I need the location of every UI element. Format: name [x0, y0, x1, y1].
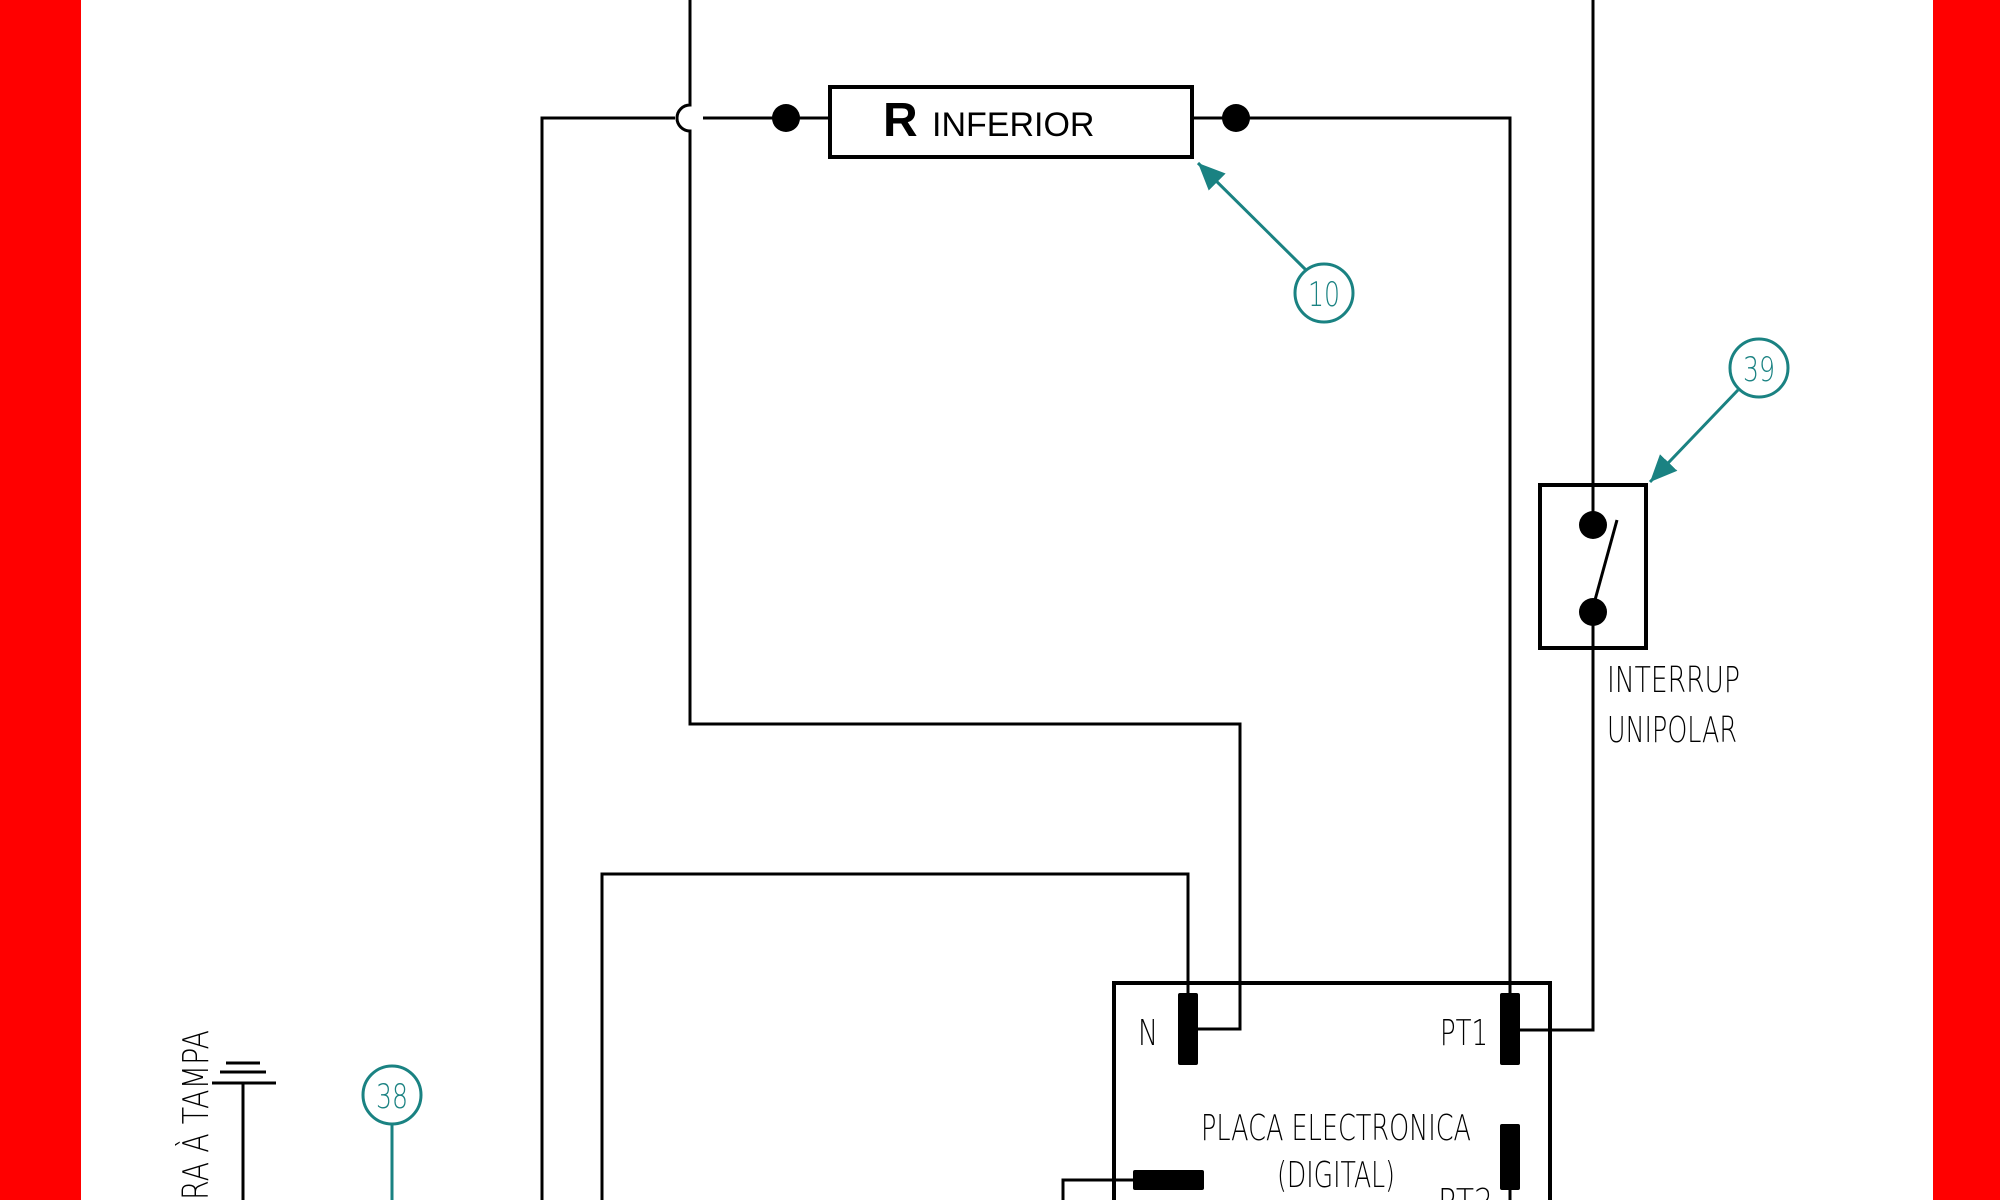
- balloon-10[interactable]: [1293, 262, 1355, 324]
- switch-label-line1: INTERRUP: [1607, 660, 1740, 701]
- wire-bottom-terminal: [1061, 1178, 1133, 1200]
- terminal-pt1: [1500, 993, 1520, 1065]
- terminal-n: [1178, 993, 1198, 1065]
- balloon-39[interactable]: [1728, 337, 1790, 399]
- drawing-sheet: [81, 0, 1933, 1200]
- balloon-39-number: 39: [1743, 350, 1775, 390]
- unipolar-switch: [1538, 483, 1648, 650]
- switch-label-line2: UNIPOLAR: [1607, 710, 1737, 751]
- ground-label: RA À TAMPA: [175, 1030, 217, 1200]
- terminal-pt2: [1500, 1124, 1520, 1190]
- wire-res-right: [1192, 116, 1512, 993]
- balloon-10-number: 10: [1308, 275, 1340, 315]
- resistor-label: INFERIOR: [932, 106, 1094, 144]
- resistor-inferior: [828, 85, 1194, 159]
- resistor-prefix: R: [883, 94, 918, 147]
- board-label-line2: (DIGITAL): [1277, 1155, 1395, 1196]
- terminal-left: [1133, 1170, 1204, 1190]
- electronic-board: [1112, 981, 1552, 1200]
- resistor-terminal-right: [1222, 104, 1250, 132]
- switch-blade: [1593, 519, 1619, 601]
- wire-top-crossing: [675, 0, 1242, 1031]
- switch-contact-top: [1579, 511, 1607, 539]
- terminal-pt2-label: PT2: [1438, 1182, 1493, 1200]
- terminal-pt1-label: PT1: [1440, 1013, 1488, 1054]
- terminal-n-label: N: [1138, 1013, 1158, 1054]
- board-label-line1: PLACA ELECTRONICA: [1201, 1108, 1471, 1149]
- switch-contact-bottom: [1579, 598, 1607, 626]
- wire-left-outer: [540, 116, 675, 1200]
- leader-arrow-10: [1196, 161, 1308, 272]
- leader-arrow-39: [1648, 388, 1740, 484]
- wire-n-loop: [600, 872, 1190, 1200]
- resistor-terminal-left: [772, 104, 800, 132]
- balloon-38-number: 38: [376, 1077, 408, 1117]
- wire-switch-to-pt1: [1520, 612, 1595, 1032]
